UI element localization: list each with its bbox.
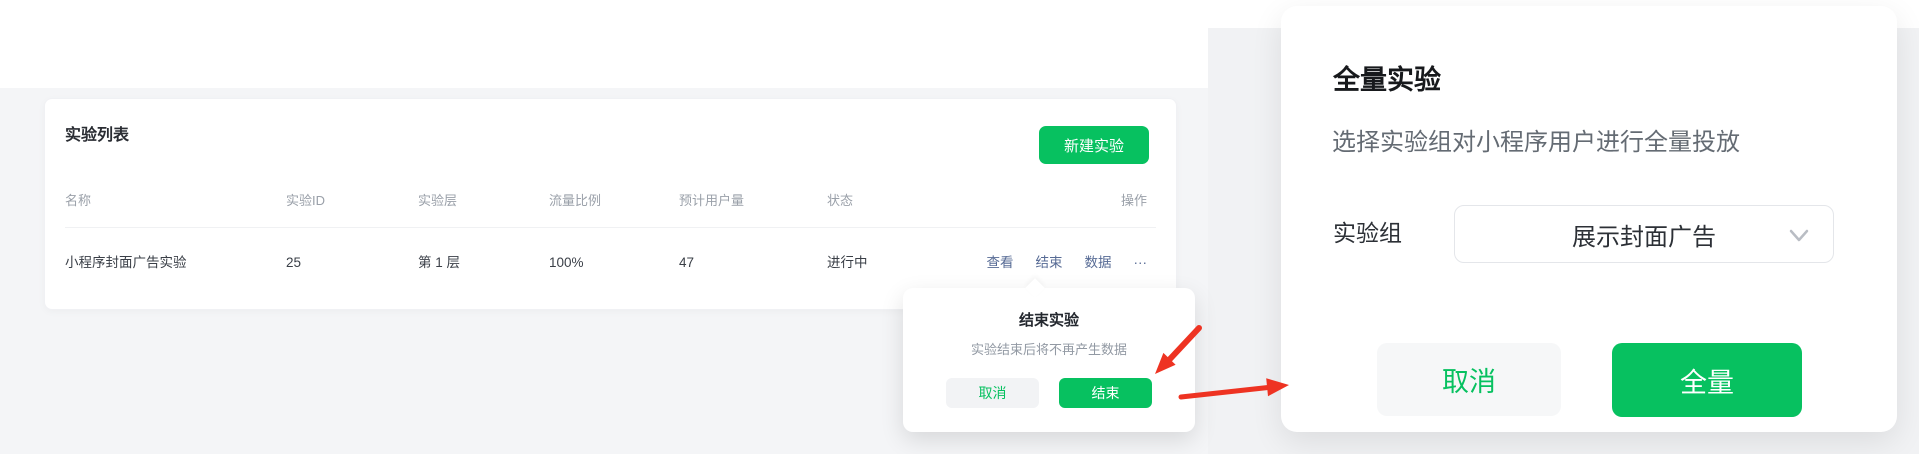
action-end-link[interactable]: 结束 bbox=[1035, 255, 1063, 270]
column-header-name: 名称 bbox=[65, 193, 92, 208]
cell-estimated-users: 47 bbox=[679, 255, 695, 270]
action-data-link[interactable]: 数据 bbox=[1084, 255, 1112, 270]
cell-experiment-name: 小程序封面广告实验 bbox=[65, 255, 187, 270]
experiment-group-select[interactable]: 展示封面广告 bbox=[1454, 205, 1834, 263]
modal-full-release-button[interactable]: 全量 bbox=[1612, 343, 1802, 417]
card-title: 实验列表 bbox=[65, 127, 130, 144]
experiment-list-card: 实验列表 新建实验 名称 实验ID 实验层 流量比例 预计用户量 状态 操作 小… bbox=[44, 98, 1177, 310]
table-header-row: 名称 实验ID 实验层 流量比例 预计用户量 状态 操作 bbox=[45, 191, 1176, 211]
column-header-actions: 操作 bbox=[1120, 193, 1147, 208]
chevron-down-icon bbox=[1789, 229, 1809, 242]
full-release-modal: 全量实验 选择实验组对小程序用户进行全量投放 实验组 展示封面广告 取消 全量 bbox=[1281, 6, 1897, 432]
cell-traffic-ratio: 100% bbox=[549, 255, 584, 270]
modal-cancel-button[interactable]: 取消 bbox=[1377, 343, 1561, 416]
popover-cancel-button[interactable]: 取消 bbox=[946, 378, 1039, 408]
modal-subtitle: 选择实验组对小程序用户进行全量投放 bbox=[1332, 129, 1740, 156]
popover-buttons: 取消 结束 bbox=[903, 378, 1195, 408]
experiment-group-label: 实验组 bbox=[1333, 220, 1402, 246]
cell-experiment-layer: 第 1 层 bbox=[418, 255, 461, 270]
column-header-id: 实验ID bbox=[286, 193, 326, 208]
popover-message: 实验结束后将不再产生数据 bbox=[970, 342, 1127, 357]
column-header-layer: 实验层 bbox=[418, 193, 458, 208]
table-row: 小程序封面广告实验 25 第 1 层 100% 47 进行中 查看 结束 数据 … bbox=[45, 253, 1176, 273]
popover-end-button[interactable]: 结束 bbox=[1059, 378, 1152, 408]
action-view-link[interactable]: 查看 bbox=[986, 255, 1014, 270]
select-value: 展示封面广告 bbox=[1572, 223, 1716, 251]
column-header-status: 状态 bbox=[827, 193, 854, 208]
row-actions: 查看 结束 数据 ··· bbox=[987, 253, 1148, 273]
modal-buttons: 取消 全量 bbox=[1377, 343, 1802, 417]
cell-status: 进行中 bbox=[827, 255, 868, 270]
column-header-ratio: 流量比例 bbox=[549, 193, 602, 208]
action-more-link[interactable]: ··· bbox=[1133, 255, 1148, 270]
popover-title: 结束实验 bbox=[1018, 312, 1079, 329]
table-divider bbox=[65, 227, 1156, 228]
modal-title: 全量实验 bbox=[1333, 65, 1441, 95]
new-experiment-button[interactable]: 新建实验 bbox=[1039, 126, 1149, 164]
end-experiment-popover: 结束实验 实验结束后将不再产生数据 取消 结束 bbox=[903, 278, 1195, 432]
column-header-users: 预计用户量 bbox=[679, 193, 745, 208]
cell-experiment-id: 25 bbox=[286, 255, 302, 270]
